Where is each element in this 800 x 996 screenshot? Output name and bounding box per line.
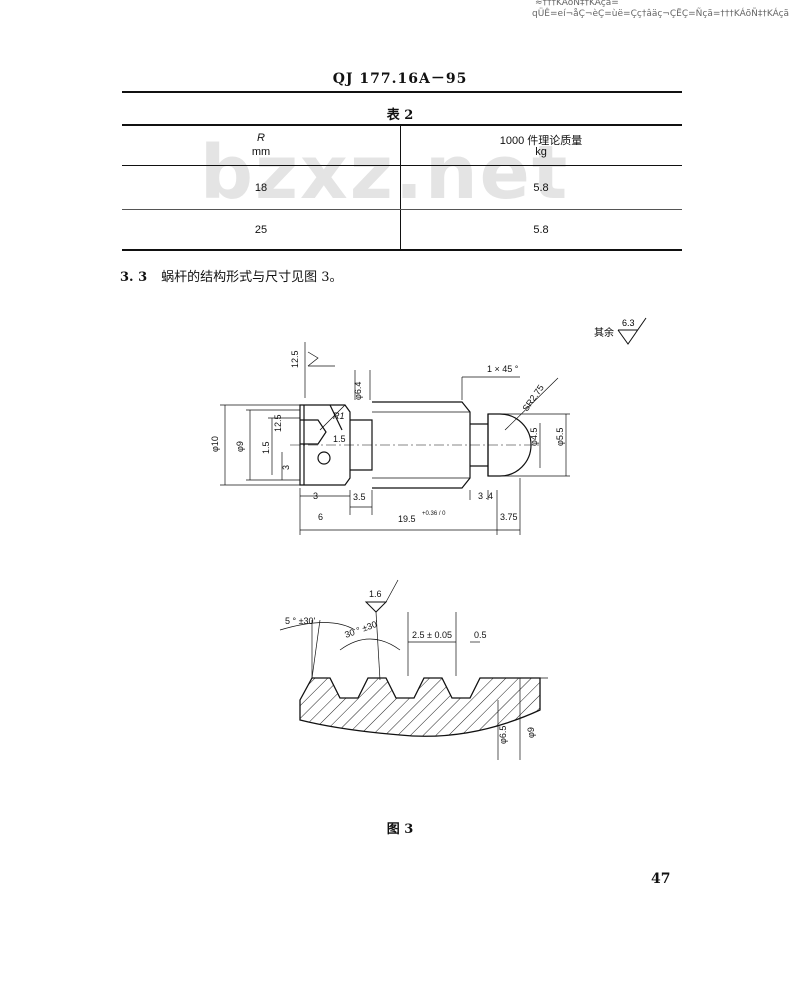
watermark: bzxz.net <box>200 130 570 216</box>
dim-r1: R1 <box>333 411 345 421</box>
page-number: 47 <box>651 871 671 887</box>
thread-angle-5: 5 ° ±30' <box>285 616 316 626</box>
header-rule <box>122 91 682 93</box>
thread-dia-6-5: φ6.5 <box>498 726 508 744</box>
dim-dia-4-5: φ4.5 <box>529 428 539 446</box>
table-cell-r: 18 <box>254 182 268 194</box>
table-top-rule <box>122 124 682 126</box>
table-cell-mass: 5.8 <box>533 182 549 194</box>
thread-gap: 0.5 <box>474 630 487 640</box>
thread-roughness: 1.6 <box>369 589 382 599</box>
clause-number: 3. 3 <box>120 270 148 285</box>
header-garble-line2: qÜÊ=eí¬åÇ¬èÇ=ùë=Çç†âäç¬ÇËÇ=Ñçã=†††KÁõÑ‡†… <box>532 9 790 19</box>
dim-b6: 6 <box>318 512 323 522</box>
dim-b3-75: 3.75 <box>500 512 518 522</box>
clause-text: 蜗杆的结构形式与尺寸见图 3。 <box>161 270 343 285</box>
roughness-rest-label: 其余 <box>594 326 614 339</box>
table-row-rule <box>122 209 682 210</box>
table-cell-r: 25 <box>254 224 268 236</box>
dim-dia-9: φ9 <box>235 441 245 452</box>
table-caption: 表 2 <box>386 108 414 123</box>
dim-b3-5: 3.5 <box>353 492 366 502</box>
standard-code: QJ 177.16A－95 <box>332 71 468 87</box>
table-cell-mass: 5.8 <box>533 224 549 236</box>
dim-dia-5-5: φ5.5 <box>555 428 565 446</box>
dimension-lines <box>220 342 570 535</box>
table-bottom-rule <box>122 249 682 251</box>
thread-angle-30: 30 ° ±30' <box>343 618 380 640</box>
header-garble-line1: ≈†††KÁõÑ‡†KÁçã= <box>535 0 619 8</box>
clause-3-3: 3. 3 蜗杆的结构形式与尺寸见图 3。 <box>120 266 343 285</box>
data-table: R mm 1000 件理论质量 kg 18 5.8 25 5.8 <box>122 124 682 251</box>
col-r-header: R <box>257 132 265 144</box>
dim-chamfer: 1 × 45 ° <box>487 364 519 374</box>
dim-b3-4: 3 .4 <box>478 491 493 501</box>
thread-dia-9: φ9 <box>526 727 536 738</box>
table-col-divider <box>400 124 401 251</box>
roughness-rest-value: 6.3 <box>622 318 635 328</box>
dim-1-5: 1.5 <box>261 441 271 454</box>
table-header-rule <box>122 165 682 166</box>
thread-pitch: 2.5 ± 0.05 <box>412 630 452 640</box>
figure-caption: 图 3 <box>386 822 414 837</box>
dim-dia-6-4: φ6.4 <box>353 382 363 400</box>
dim-b19-5: 19.5 <box>398 514 416 524</box>
dim-12-5-top: 12.5 <box>290 350 300 368</box>
col-mass-unit: kg <box>535 146 547 158</box>
dim-12-5-left: 12.5 <box>273 414 283 432</box>
thread-profile: 1.6 5 ° ±30' 30 ° ±30' 2.5 ± 0.05 0.5 φ6… <box>279 579 548 760</box>
dim-b19-5-tol: +0.36 / 0 <box>422 511 446 517</box>
roughness-rest-symbol: 其余 6.3 <box>594 317 647 345</box>
col-r-unit: mm <box>251 146 271 158</box>
dim-dia-10: φ10 <box>210 436 220 452</box>
dim-1-5b: 1.5 <box>333 434 346 444</box>
dim-b3: 3 <box>313 491 318 501</box>
col-mass-header: 1000 件理论质量 <box>499 135 583 147</box>
dimension-texts: 12.5 φ6.4 1 × 45 ° SR2.75 φ10 φ9 1.5 12.… <box>210 350 565 524</box>
worm-side-view <box>290 401 540 489</box>
dim-3-left: 3 <box>281 465 291 470</box>
dim-sr: SR2.75 <box>520 383 545 413</box>
